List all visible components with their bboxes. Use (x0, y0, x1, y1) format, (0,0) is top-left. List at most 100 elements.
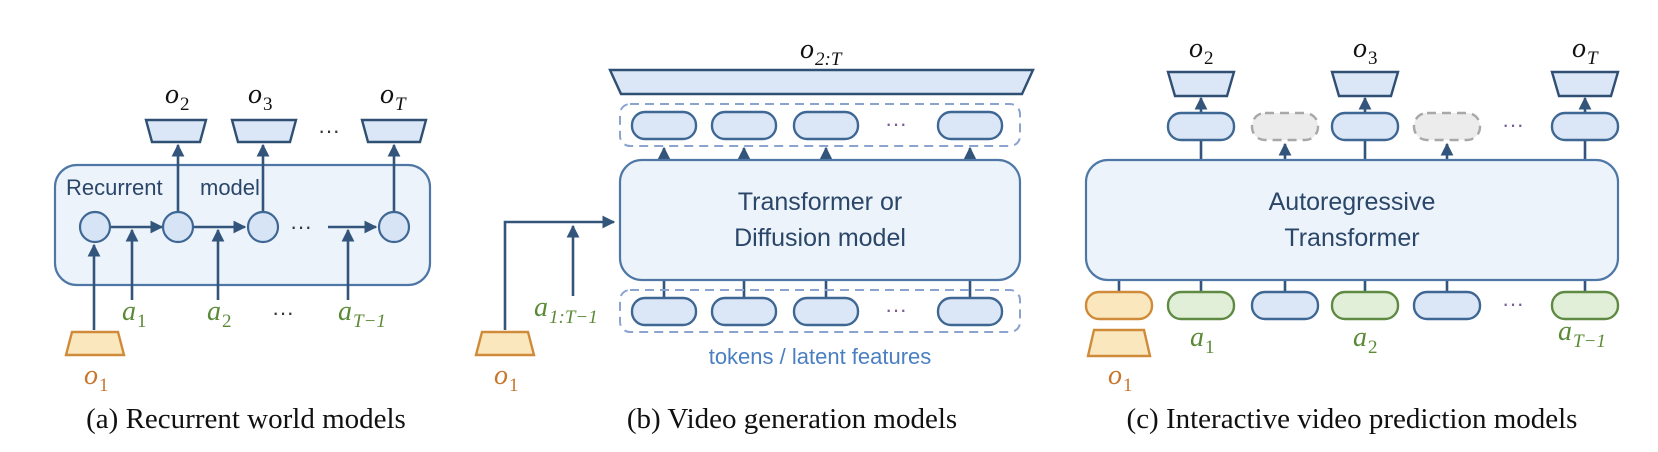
decoder-o3 (1330, 70, 1400, 98)
autoregressive-transformer-box (1084, 158, 1620, 282)
model-label: model (200, 175, 260, 200)
output-token-3 (792, 110, 860, 141)
output-label-oT: o T (1572, 33, 1599, 69)
svg-text:3: 3 (1368, 48, 1378, 69)
top-token-ellipsis: ··· (1502, 112, 1524, 137)
caption-b: (b) Video generation models (627, 403, 957, 435)
action-token-2 (1330, 290, 1400, 321)
svg-text:2: 2 (222, 311, 232, 332)
svg-text:2: 2 (1204, 48, 1214, 69)
panel-c-interactive: o 2 o 3 o T ··· Autoregressive Transform… (1084, 33, 1620, 435)
state-node-1 (78, 210, 112, 244)
svg-text:T−1: T−1 (353, 311, 386, 332)
svg-text:o: o (380, 79, 394, 110)
output-label-o3: o 3 (1353, 33, 1378, 69)
svg-text:o: o (84, 360, 98, 391)
svg-text:a: a (207, 296, 221, 327)
frame-token-1 (1250, 290, 1320, 321)
transformer-diffusion-box (618, 158, 1022, 282)
action-ellipsis: ··· (272, 300, 294, 325)
input-label-o1: o 1 (494, 360, 519, 396)
input-label-o1: o 1 (1108, 360, 1133, 396)
output-token-2 (1330, 111, 1400, 142)
svg-text:1: 1 (137, 311, 147, 332)
state-node-2 (161, 210, 195, 244)
input-token-1 (630, 296, 698, 327)
output-token-n (936, 110, 1004, 141)
svg-text:a: a (1558, 316, 1572, 347)
action-label-a2: a 2 (207, 296, 232, 332)
svg-text:2: 2 (180, 94, 190, 115)
svg-text:a: a (338, 296, 352, 327)
svg-text:o: o (1108, 360, 1122, 391)
decoder-o3 (230, 118, 298, 144)
panel-a-recurrent: Recurrent model o 2 o 3 ··· o T ··· (53, 79, 432, 435)
input-token-n (936, 296, 1004, 327)
caption-c: (c) Interactive video prediction models (1127, 403, 1578, 435)
decoder-o2T (608, 68, 1035, 96)
svg-text:1: 1 (99, 375, 109, 396)
svg-text:o: o (165, 79, 179, 110)
model-line-2: Transformer (1284, 224, 1419, 252)
svg-text:a: a (122, 296, 136, 327)
svg-text:1: 1 (1123, 375, 1133, 396)
output-token-1 (630, 110, 698, 141)
svg-text:2: 2 (1368, 337, 1378, 358)
svg-text:a: a (1353, 322, 1367, 353)
output-token-2 (710, 110, 778, 141)
action-label-a2: a 2 (1353, 322, 1378, 358)
input-token-ellipsis: ··· (885, 297, 907, 322)
output-token-ellipsis: ··· (885, 111, 907, 136)
encoder-o1 (474, 330, 536, 357)
input-token-2 (710, 296, 778, 327)
svg-text:a: a (534, 292, 548, 323)
encoder-o1 (64, 330, 126, 357)
action-token-1 (1166, 290, 1236, 321)
output-token-1 (1166, 111, 1236, 142)
ghost-token-1 (1250, 111, 1320, 142)
model-line-2: Diffusion model (734, 224, 906, 252)
encoder-o1 (1086, 328, 1152, 358)
svg-text:3: 3 (263, 94, 273, 115)
recurrent-label: Recurrent (66, 175, 163, 200)
frame-token-2 (1412, 290, 1482, 321)
input-token-3 (792, 296, 860, 327)
svg-text:o: o (1572, 33, 1586, 64)
svg-text:o: o (248, 79, 262, 110)
bottom-token-ellipsis: ··· (1502, 291, 1524, 316)
output-label-o3: o 3 (248, 79, 273, 115)
state-node-3 (246, 210, 280, 244)
decoder-o2 (1166, 70, 1236, 98)
action-label-a1: a 1 (122, 296, 147, 332)
svg-text:T: T (1587, 48, 1599, 69)
output-ellipsis: ··· (318, 118, 340, 143)
decoder-oT (360, 118, 428, 144)
panel-b-video-generation: o 2:T ··· Transformer or Diffusion model… (474, 34, 1035, 435)
input-token-group (619, 289, 1021, 333)
svg-text:1: 1 (509, 375, 519, 396)
svg-text:o: o (1353, 33, 1367, 64)
svg-text:2:T: 2:T (815, 49, 843, 70)
decoder-oT (1550, 70, 1620, 98)
svg-text:o: o (1189, 33, 1203, 64)
decoder-o2 (144, 118, 208, 144)
svg-text:a: a (1190, 322, 1204, 353)
output-label-o2T: o 2:T (800, 34, 843, 70)
action-label-a1T-1: a 1:T−1 (534, 292, 598, 328)
observation-token (1084, 290, 1154, 321)
ghost-token-2 (1412, 111, 1482, 142)
action-label-aT-1: a T−1 (338, 296, 386, 332)
svg-text:o: o (800, 34, 814, 65)
model-line-1: Autoregressive (1269, 188, 1436, 216)
output-label-oT: o T (380, 79, 407, 115)
svg-text:1: 1 (1205, 337, 1215, 358)
output-label-o2: o 2 (165, 79, 190, 115)
action-label-aT-1: a T−1 (1558, 316, 1606, 352)
state-node-T (377, 210, 411, 244)
action-label-a1: a 1 (1190, 322, 1215, 358)
token-label: tokens / latent features (709, 344, 932, 369)
input-label-o1: o 1 (84, 360, 109, 396)
output-label-o2: o 2 (1189, 33, 1214, 69)
caption-a: (a) Recurrent world models (86, 403, 406, 435)
